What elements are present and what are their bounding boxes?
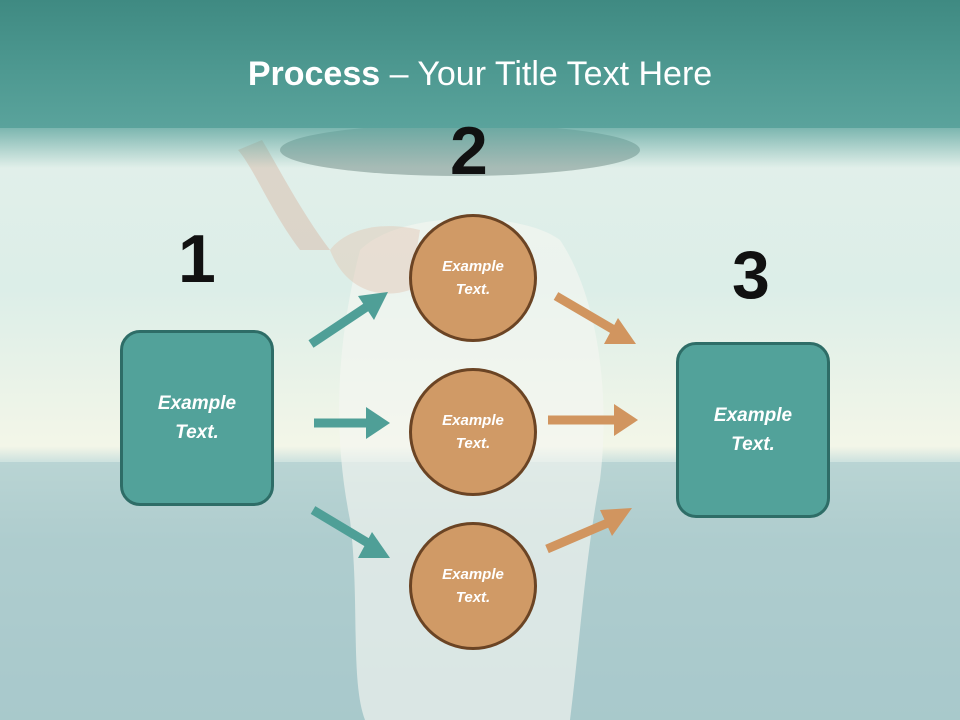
arrow-middle-to-right xyxy=(548,404,638,436)
arrow-top-to-right xyxy=(553,292,636,344)
slide-title: Process – Your Title Text Here xyxy=(0,52,960,96)
circle-top: Example Text. xyxy=(409,214,537,342)
circle-bottom-text: Example Text. xyxy=(442,566,504,606)
arrow-left-to-bottom xyxy=(310,506,390,558)
title-bar xyxy=(0,0,960,128)
circle-middle: Example Text. xyxy=(409,368,537,496)
title-rest: – Your Title Text Here xyxy=(380,55,713,93)
arrow-bottom-to-right xyxy=(545,508,632,554)
circle-bottom: Example Text. xyxy=(409,522,537,650)
arrow-left-to-top xyxy=(308,292,388,348)
right-step-box: Example Text. xyxy=(676,342,830,518)
left-box-text: Example Text. xyxy=(157,393,237,443)
circle-middle-text: Example Text. xyxy=(442,412,504,452)
title-bold: Process xyxy=(247,55,381,93)
step-number-3: 3 xyxy=(732,237,770,313)
right-box-text: Example Text. xyxy=(713,405,793,455)
title-bar-fade xyxy=(0,128,960,168)
circle-top-text: Example Text. xyxy=(442,258,504,298)
arrow-left-to-middle xyxy=(314,407,390,439)
step-number-2: 2 xyxy=(450,113,488,189)
left-step-box: Example Text. xyxy=(120,330,274,506)
step-number-1: 1 xyxy=(178,221,216,297)
